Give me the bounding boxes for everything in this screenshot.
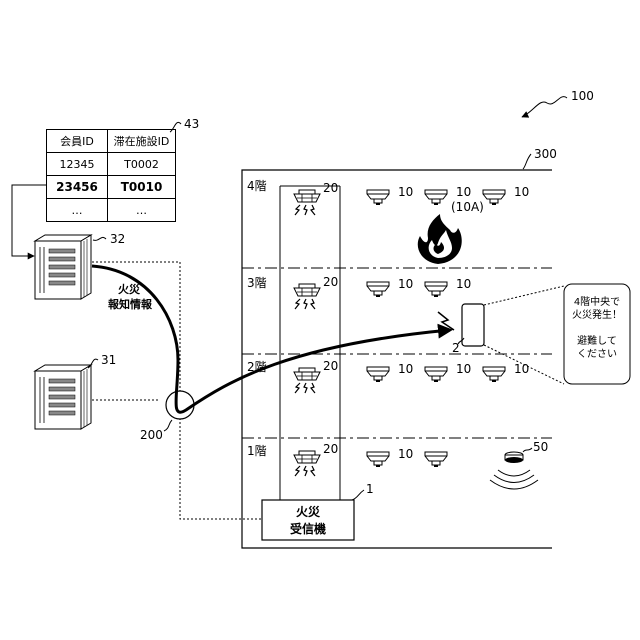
member-facility-table: 会員ID 滞在施設ID 12345 T0002 23456 T0010 … … — [46, 129, 176, 222]
table-cell-facility: T0002 — [108, 153, 176, 176]
message-line-2: 火災発生！ — [566, 309, 628, 322]
evacuation-message: 4階中央で 火災発生！ 避難して ください — [566, 296, 628, 361]
floor-label-3: 3階 — [247, 275, 267, 290]
figure-ref-leader — [522, 97, 567, 117]
receiver-ref-leader — [352, 490, 364, 500]
alarm-device-ref: 50 — [533, 440, 548, 454]
receiver-label-line2: 受信機 — [290, 521, 326, 536]
building-ref-leader — [523, 154, 531, 169]
network-ref-leader — [164, 420, 172, 431]
speaker-floor-2 — [294, 368, 320, 393]
bubble-leader-top — [484, 286, 564, 305]
svg-text:10: 10 — [456, 277, 471, 291]
svg-text:10: 10 — [456, 362, 471, 376]
table-ref-label: 43 — [184, 117, 199, 131]
table-cell-member: … — [47, 199, 108, 222]
notification-label-line2: 報知情報 — [108, 297, 153, 311]
server-31-leader — [88, 359, 98, 368]
server-32-ref: 32 — [110, 232, 125, 246]
receiver-ref: 1 — [366, 482, 374, 496]
receiver-label-line1: 火災 — [296, 505, 321, 519]
building-ref: 300 — [534, 147, 557, 161]
server-32 — [35, 235, 91, 299]
svg-text:(10A): (10A) — [451, 200, 484, 214]
table-cell-member: 12345 — [47, 153, 108, 176]
figure-ref-label: 100 — [571, 89, 594, 103]
alarm-device-leader — [523, 448, 532, 452]
table-row: 12345 T0002 — [47, 153, 176, 176]
svg-text:10: 10 — [398, 447, 413, 461]
message-line-1: 4階中央で — [566, 296, 628, 309]
table-cell-facility: … — [108, 199, 176, 222]
svg-text:10: 10 — [514, 185, 529, 199]
table-cell-facility: T0010 — [108, 176, 176, 199]
speaker-ref-2: 20 — [323, 359, 338, 373]
table-row: … … — [47, 199, 176, 222]
message-line-3: 避難して — [566, 335, 628, 348]
speaker-ref-1: 20 — [323, 442, 338, 456]
svg-text:10: 10 — [514, 362, 529, 376]
table-header-member-id: 会員ID — [47, 130, 108, 153]
notification-label-line1: 火災 — [118, 283, 141, 296]
table-cell-member: 23456 — [47, 176, 108, 199]
speaker-floor-4 — [294, 190, 320, 215]
svg-text:10: 10 — [398, 277, 413, 291]
mobile-terminal — [462, 304, 484, 346]
network-ref: 200 — [140, 428, 163, 442]
server-31-ref: 31 — [101, 353, 116, 367]
speaker-floor-3 — [294, 284, 320, 309]
server-32-leader — [93, 237, 106, 240]
speaker-ref-4: 20 — [323, 181, 338, 195]
server-31 — [35, 365, 91, 429]
message-line-4: ください — [566, 348, 628, 361]
table-header-facility-id: 滞在施設ID — [108, 130, 176, 153]
table-row: 23456 T0010 — [47, 176, 176, 199]
floor-label-1: 1階 — [247, 443, 267, 458]
fire-icon — [418, 214, 462, 264]
speaker-floor-1 — [294, 451, 320, 476]
svg-text:10: 10 — [456, 185, 471, 199]
floor-label-4: 4階 — [247, 178, 267, 193]
svg-text:10: 10 — [398, 362, 413, 376]
notification-curve — [92, 266, 450, 412]
speaker-ref-3: 20 — [323, 275, 338, 289]
network-200 — [166, 391, 194, 419]
floor-label-2: 2階 — [247, 359, 267, 374]
svg-text:10: 10 — [398, 185, 413, 199]
alarm-device-icon — [490, 452, 538, 489]
terminal-signal-icon — [438, 312, 454, 330]
floor-dividers — [242, 268, 552, 438]
